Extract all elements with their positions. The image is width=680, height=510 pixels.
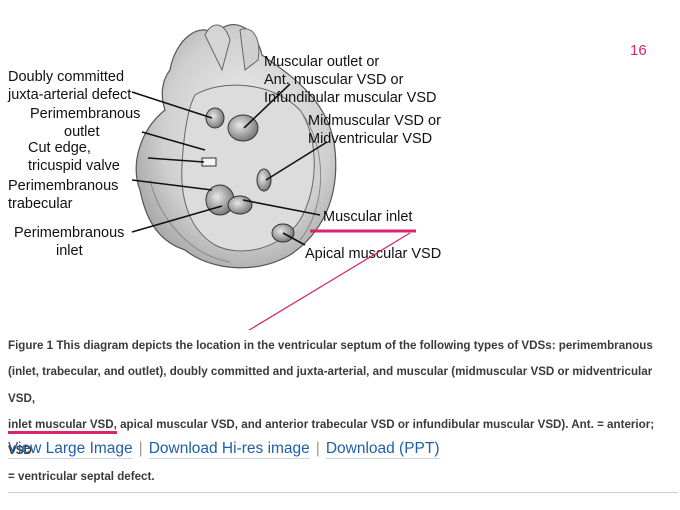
label-cut-edge: Cut edge, tricuspid valve xyxy=(28,140,120,174)
defect-muscular-inlet xyxy=(227,195,253,215)
highlighted-term: inlet muscular VSD, xyxy=(8,417,117,434)
label-muscular-outlet: Muscular outlet or Ant. muscular VSD or … xyxy=(264,54,436,106)
leader-lines xyxy=(131,83,328,246)
label-muscular-inlet: Muscular inlet xyxy=(323,209,412,225)
label-doubly-committed: Doubly committed juxta-arterial defect xyxy=(7,69,131,103)
caption-line-1: Figure 1 This diagram depicts the locati… xyxy=(8,339,653,352)
caption-line-3: inlet muscular VSD, apical muscular VSD,… xyxy=(8,417,655,458)
label-perimembranous-trabecular: Perimembranous trabecular xyxy=(8,178,122,212)
defect-midmuscular xyxy=(256,168,272,192)
figure-links: View Large Image | Download Hi-res image | D… xyxy=(8,440,440,459)
pink-annotation xyxy=(248,229,416,330)
figure-caption: Figure 1 This diagram depicts the locati… xyxy=(8,333,676,491)
label-perimembranous-outlet: Perimembranous outlet xyxy=(30,106,144,140)
caption-line-2: (inlet, trabecular, and outlet), doubly … xyxy=(8,365,653,405)
view-large-image-link[interactable]: View Large Image xyxy=(8,440,133,459)
label-midmuscular: Midmuscular VSD or Midventricular VSD xyxy=(308,113,445,147)
annotation-connector xyxy=(248,232,411,330)
heart-diagram: Doubly committed juxta-arterial defect P… xyxy=(7,24,445,330)
label-perimembranous-inlet: Perimembranous inlet xyxy=(14,225,128,259)
divider xyxy=(8,492,678,493)
download-ppt-link[interactable]: Download (PPT) xyxy=(325,440,440,459)
label-apical: Apical muscular VSD xyxy=(305,246,441,262)
download-hires-link[interactable]: Download Hi-res image xyxy=(148,440,310,459)
link-separator: | xyxy=(315,440,320,457)
defect-doubly-committed xyxy=(205,107,225,129)
page-number: 16 xyxy=(630,42,647,59)
link-separator: | xyxy=(138,440,143,457)
caption-line-4: = ventricular septal defect. xyxy=(8,470,155,484)
heart-illustration xyxy=(135,24,337,269)
cut-edge-tricuspid xyxy=(201,157,217,167)
